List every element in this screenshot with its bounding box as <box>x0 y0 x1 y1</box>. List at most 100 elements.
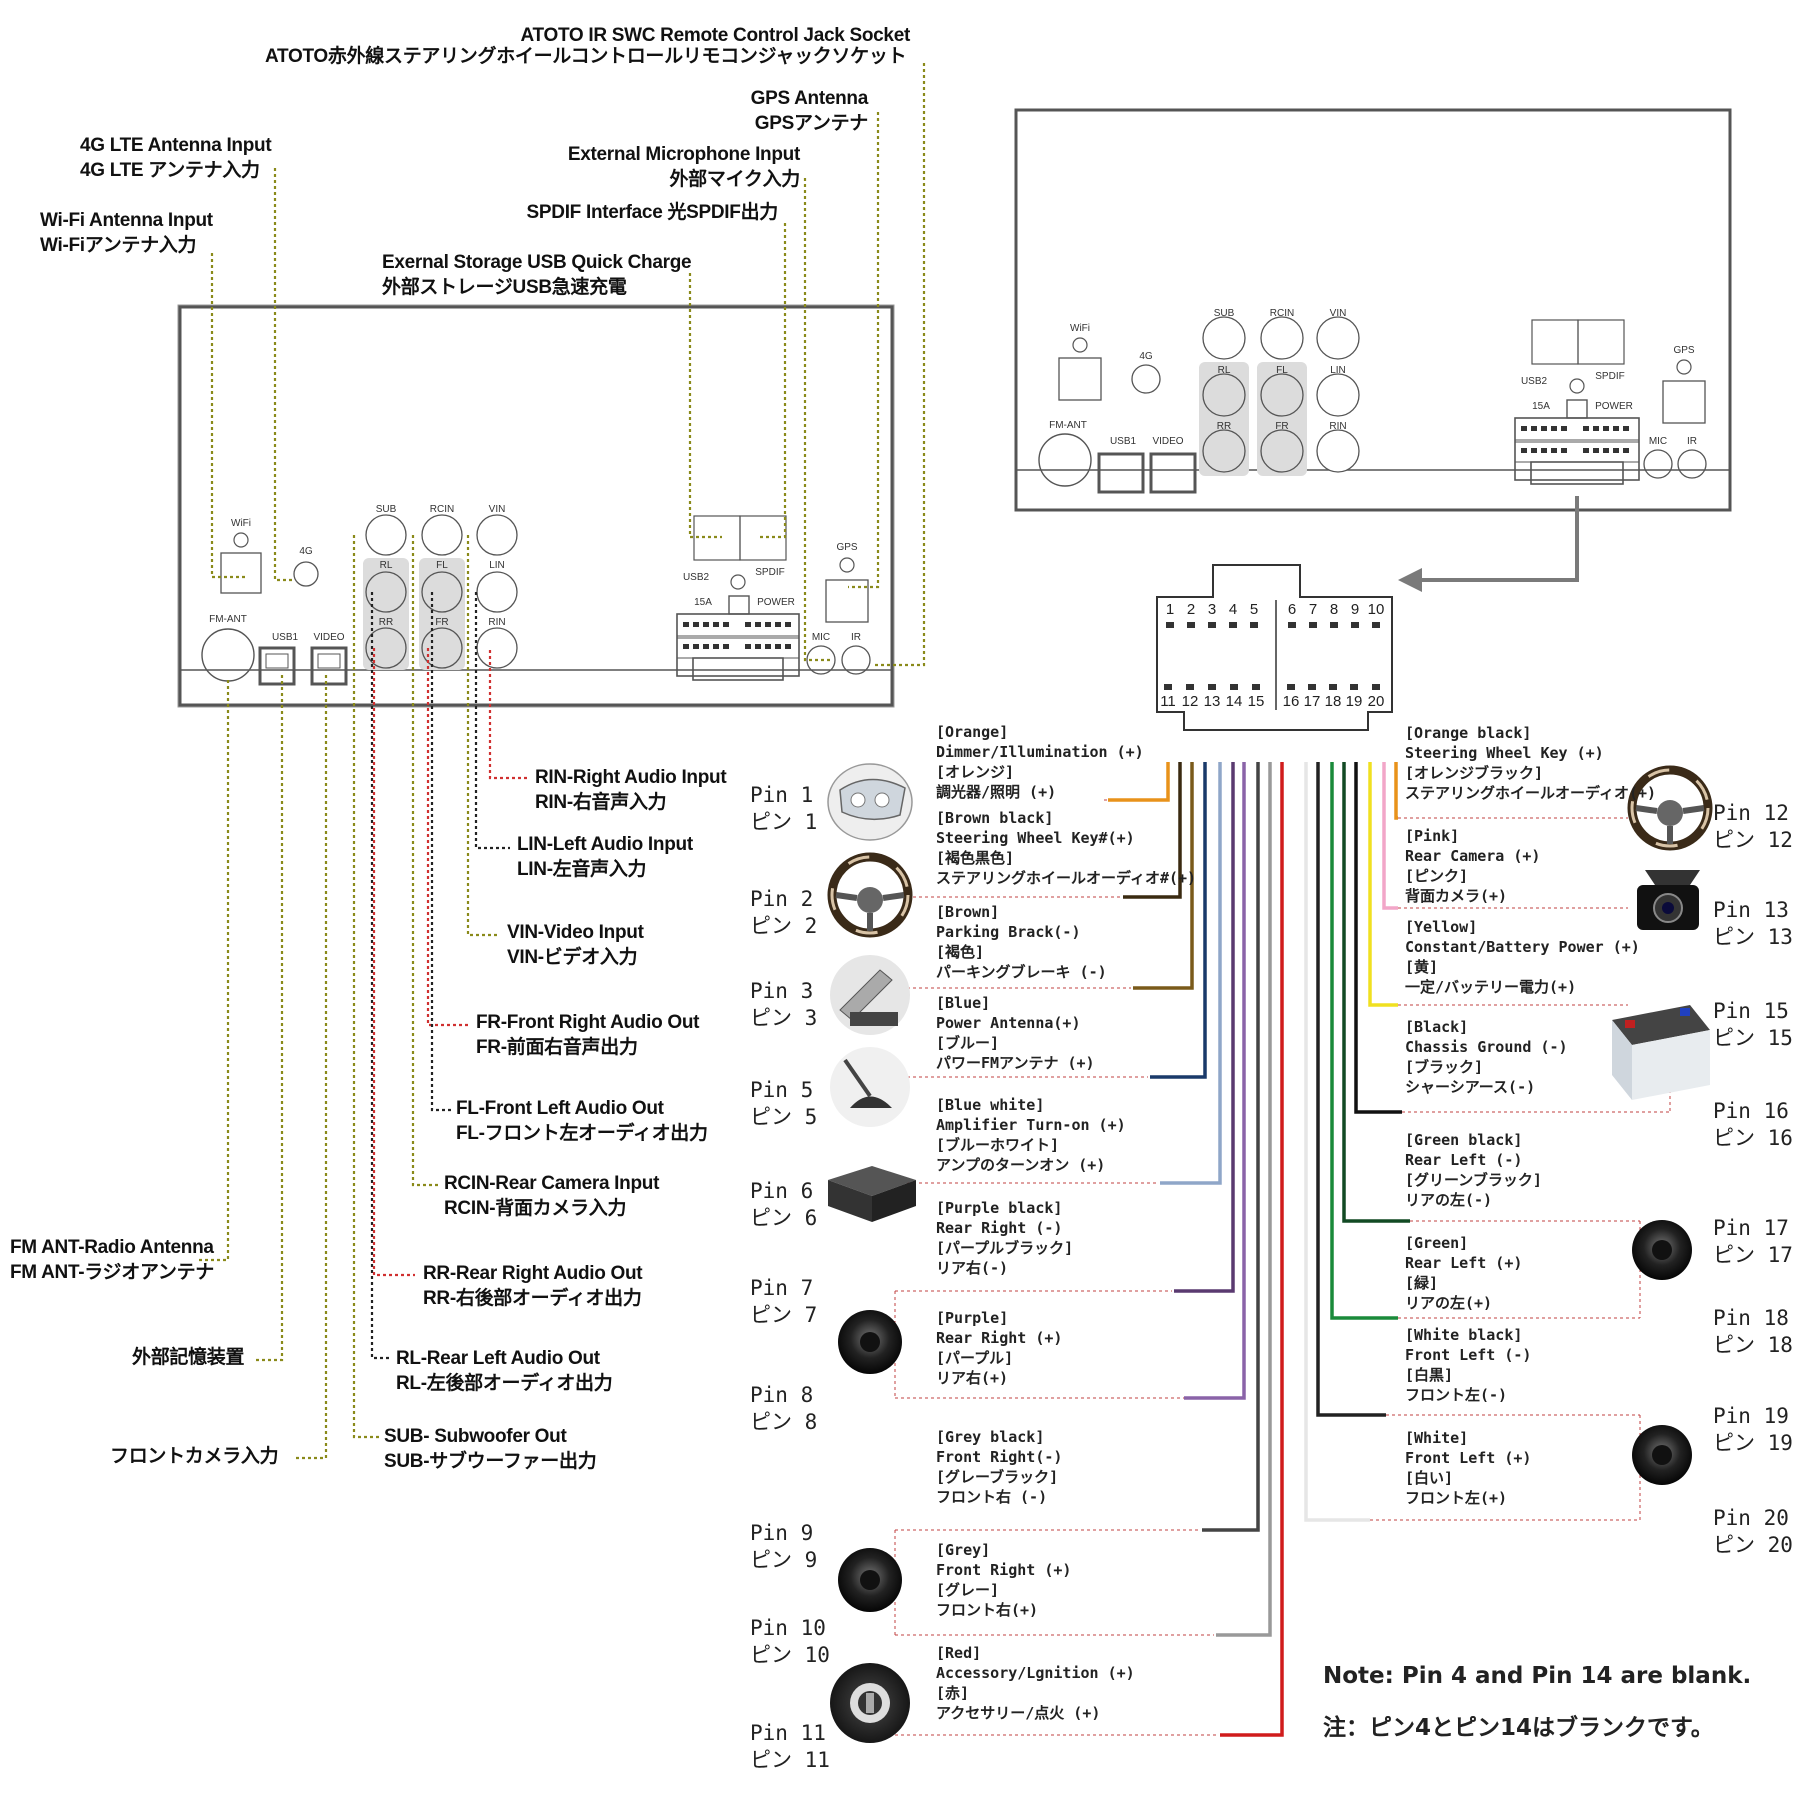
callout-sub-jp: SUB-サブウーファー出力 <box>384 1451 597 1472</box>
connector-bottom-pin-13: 13 <box>1204 693 1221 710</box>
wire-desc-pin15-l2: Constant/Battery Power (+) <box>1405 938 1640 956</box>
panel2-label-mic: MIC <box>1649 436 1667 447</box>
wire-desc-pin2-l2: Steering Wheel Key#(+) <box>936 829 1135 847</box>
panel2-label-15a: 15A <box>1532 401 1550 412</box>
connector-top-pin-8: 8 <box>1330 601 1338 618</box>
wire-desc-pin18: [Green]Rear Left (+)[緑]リアの左(+) <box>1405 1233 1522 1313</box>
callout-gps-en: GPS Antenna <box>750 88 869 109</box>
wire-desc-pin8-l2: Rear Right (+) <box>936 1329 1063 1347</box>
wire-desc-pin8: [Purple]Rear Right (+)[パープル]リア右(+) <box>936 1308 1062 1388</box>
panel-label-4g: 4G <box>299 546 313 557</box>
note-jp: 注：ピン4とピン14はブランクです。 <box>1323 1715 1714 1741</box>
wire-desc-pin12-l1: [Orange black] <box>1405 724 1532 742</box>
panel2-label-fl: FL <box>1276 365 1288 376</box>
wire-desc-pin13-l3: [ピンク] <box>1405 867 1469 885</box>
panel-label-rl: RL <box>380 560 393 571</box>
pin-label-3-en: Pin 3 <box>750 979 814 1003</box>
wire-desc-pin15: [Yellow]Constant/Battery Power (+)[黄]一定/… <box>1405 917 1640 997</box>
callout-rr: RR-Rear Right Audio Out RR-右後部オーディオ出力 <box>423 1261 643 1311</box>
wire-desc-pin3-l1: [Brown] <box>936 903 1000 921</box>
callout-wifi: Wi-Fi Antenna Input Wi-Fiアンテナ入力 <box>40 208 213 258</box>
connector-bottom-pin-18: 18 <box>1325 693 1342 710</box>
wire-desc-pin10-l2: Front Right (+) <box>936 1561 1072 1579</box>
wire-desc-pin9-l1: [Grey black] <box>936 1428 1045 1446</box>
battery-icon <box>1612 1005 1710 1100</box>
connector-top-pin-mark <box>1372 622 1380 628</box>
wire-desc-pin20-l2: Front Left (+) <box>1405 1449 1532 1467</box>
callout-front-cam: フロントカメラ入力 <box>110 1444 279 1469</box>
wire-desc-pin17: [Green black]Rear Left (-)[グリーンブラック]リアの左… <box>1405 1130 1542 1210</box>
rear-camera-icon <box>1637 870 1700 930</box>
callout-rin-en: RIN-Right Audio Input <box>535 767 727 788</box>
connector-top-pin-6: 6 <box>1288 601 1296 618</box>
wire-desc-pin1-l2: Dimmer/Illumination (+) <box>936 743 1144 761</box>
wire-desc-pin5-l3: [ブルー] <box>936 1034 1000 1052</box>
callout-ir-swc: ATOTO IR SWC Remote Control Jack Socket <box>521 23 911 48</box>
pin-label-12-jp: ピン 12 <box>1713 828 1793 852</box>
wire-desc-pin1-l4: 調光器/照明 (+) <box>936 783 1057 801</box>
pin-label-11-jp: ピン 11 <box>750 1748 830 1772</box>
leader-lines <box>198 63 926 1460</box>
pin-label-16-jp: ピン 16 <box>1713 1126 1793 1150</box>
pin-label-5-en: Pin 5 <box>750 1078 814 1102</box>
callout-rcin-jp: RCIN-背面カメラ入力 <box>444 1198 627 1219</box>
wire-desc-pin17-l3: [グリーンブラック] <box>1405 1171 1542 1189</box>
pin-label-19-jp: ピン 19 <box>1713 1431 1793 1455</box>
wire-desc-pin20-l1: [White] <box>1405 1429 1469 1447</box>
callout-spdif-en: SPDIF Interface 光SPDIF出力 <box>526 202 779 223</box>
wire-desc-pin11: [Red]Accessory/Lgnition (+)[赤]アクセサリー/点火 … <box>936 1643 1135 1723</box>
panel-label-ir: IR <box>851 632 861 643</box>
wire-desc-pin9-l2: Front Right(-) <box>936 1448 1063 1466</box>
pin-label-8-jp: ピン 8 <box>750 1410 818 1434</box>
speaker-icon-rear-left <box>1632 1220 1692 1280</box>
panel-label-fr: FR <box>435 617 448 628</box>
pin-label-5-jp: ピン 5 <box>750 1105 818 1129</box>
wire-desc-pin19-l4: フロント左(-) <box>1405 1386 1508 1404</box>
connector-bottom-pin-17: 17 <box>1304 693 1321 710</box>
antenna-icon <box>830 1047 910 1127</box>
pin-label-6-jp: ピン 6 <box>750 1206 818 1230</box>
callout-ir-swc-jp: ATOTO赤外線ステアリングホイールコントロールリモコンジャックソケット <box>265 46 907 67</box>
pin-label-15-en: Pin 15 <box>1713 999 1789 1023</box>
connector-top-pin-mark <box>1330 622 1338 628</box>
connector-top-pin-7: 7 <box>1309 601 1317 618</box>
panel-label-lin: LIN <box>489 560 505 571</box>
callout-sub-en: SUB- Subwoofer Out <box>384 1426 567 1447</box>
callout-fm-en: FM ANT-Radio Antenna <box>10 1237 214 1258</box>
panel-label-vin: VIN <box>489 504 506 515</box>
panel2-label-usb2: USB2 <box>1521 376 1548 387</box>
callout-lte-jp: 4G LTE アンテナ入力 <box>80 160 260 181</box>
connector-bottom-pin-mark <box>1164 684 1172 690</box>
callout-fm: FM ANT-Radio Antenna FM ANT-ラジオアンテナ <box>10 1235 214 1285</box>
callout-rcin: RCIN-Rear Camera Input RCIN-背面カメラ入力 <box>444 1171 659 1221</box>
connector-bottom-pin-mark <box>1308 684 1316 690</box>
wire-desc-pin5-l2: Power Antenna(+) <box>936 1014 1081 1032</box>
connector-top-pin-4: 4 <box>1229 601 1237 618</box>
steering-wheel-icon-right <box>1627 765 1713 851</box>
wire-desc-pin16-l4: シャーシアース(-) <box>1405 1078 1536 1096</box>
connector-top-pin-mark <box>1166 622 1174 628</box>
wire-desc-pin17-l2: Rear Left (-) <box>1405 1151 1523 1169</box>
wire-desc-pin16-l2: Chassis Ground (-) <box>1405 1038 1568 1056</box>
wire-desc-pin9-l3: [グレーブラック] <box>936 1468 1059 1486</box>
connector-top-pin-mark <box>1229 622 1237 628</box>
pin-label-7-jp: ピン 7 <box>750 1303 818 1327</box>
connector-bottom-pin-mark <box>1252 684 1260 690</box>
pin-label-3-jp: ピン 3 <box>750 1006 818 1030</box>
panel-label-spdif: SPDIF <box>755 567 784 578</box>
wire-desc-pin13-l4: 背面カメラ(+) <box>1405 887 1508 905</box>
panel-label-fl: FL <box>436 560 448 571</box>
pin-label-1-en: Pin 1 <box>750 783 814 807</box>
panel2-label-spdif: SPDIF <box>1595 371 1624 382</box>
callout-sub: SUB- Subwoofer Out SUB-サブウーファー出力 <box>384 1424 597 1474</box>
wire-desc-pin19-l2: Front Left (-) <box>1405 1346 1532 1364</box>
connector-bottom-pin-mark <box>1329 684 1337 690</box>
wire-desc-pin10-l3: [グレー] <box>936 1581 1000 1599</box>
wire-desc-pin12-l4: ステアリングホイールオーディオ(+) <box>1405 784 1657 802</box>
panel2-label-gps: GPS <box>1673 345 1694 356</box>
wire-desc-pin11-l1: [Red] <box>936 1644 982 1662</box>
wire-desc-pin8-l3: [パープル] <box>936 1349 1014 1367</box>
